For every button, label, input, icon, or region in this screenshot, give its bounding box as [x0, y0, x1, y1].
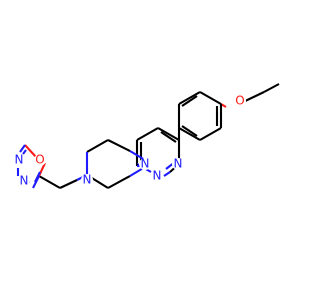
bond-pyridazine-1	[157, 127, 180, 141]
bond-oxadiazole-3	[24, 144, 37, 158]
oxadiazole-nitrogen-1: N	[13, 153, 25, 167]
molecule-structure: O N N N N O N N	[13, 83, 280, 189]
bond-methylene-link-2	[59, 179, 78, 189]
bond-phenyl-inner-3	[181, 95, 198, 107]
piperazine-nitrogen-2-label: N	[83, 173, 92, 187]
bond-oxadiazole-1	[38, 175, 61, 189]
molecule-canvas: O N N N N O N N	[13, 83, 280, 189]
bond-piperazine-1	[129, 150, 146, 161]
bond-pyridazine-5	[163, 171, 171, 177]
bond-oxadiazole-4	[19, 144, 26, 153]
oxadiazole-nitrogen-2-label: N	[20, 174, 29, 188]
bond-phenyl-5	[178, 91, 201, 105]
oxadiazole-oxygen: O	[34, 153, 46, 167]
bond-pyridazine-2	[136, 127, 159, 141]
bond-phenyl-2	[199, 127, 222, 141]
piperazine-nitrogen-1: N	[139, 157, 151, 171]
pyridazine-nitrogen-1-label: N	[153, 169, 162, 183]
bond-phenyl-6	[199, 91, 222, 105]
bond-phenyl-inner-2	[181, 125, 198, 137]
bond-phenyl-3	[178, 127, 201, 141]
pyridazine-nitrogen-2-label: N	[174, 157, 183, 171]
oxadiazole-oxygen-label: O	[35, 153, 44, 167]
bond-pyridazine-inner-1	[160, 131, 177, 143]
piperazine-nitrogen-2: N	[81, 173, 93, 187]
bond-oxadiazole-inner-1	[22, 149, 27, 155]
pyridazine-nitrogen-2: N	[172, 157, 184, 171]
bond-piperazine-2	[107, 139, 131, 152]
pyridazine-nitrogen-1: N	[151, 169, 163, 183]
piperazine-nitrogen-1-label: N	[141, 157, 150, 171]
oxadiazole-nitrogen-1-label: N	[15, 153, 24, 167]
bond-piperazine-6	[107, 175, 131, 189]
bond-oxadiazole-inner-2	[34, 171, 41, 183]
bond-ethyl-1	[263, 83, 280, 93]
ether-oxygen: O	[234, 94, 246, 108]
oxadiazole-nitrogen-2: N	[18, 174, 30, 188]
ether-oxygen-label: O	[235, 94, 244, 108]
bond-piperazine-3	[86, 139, 109, 153]
